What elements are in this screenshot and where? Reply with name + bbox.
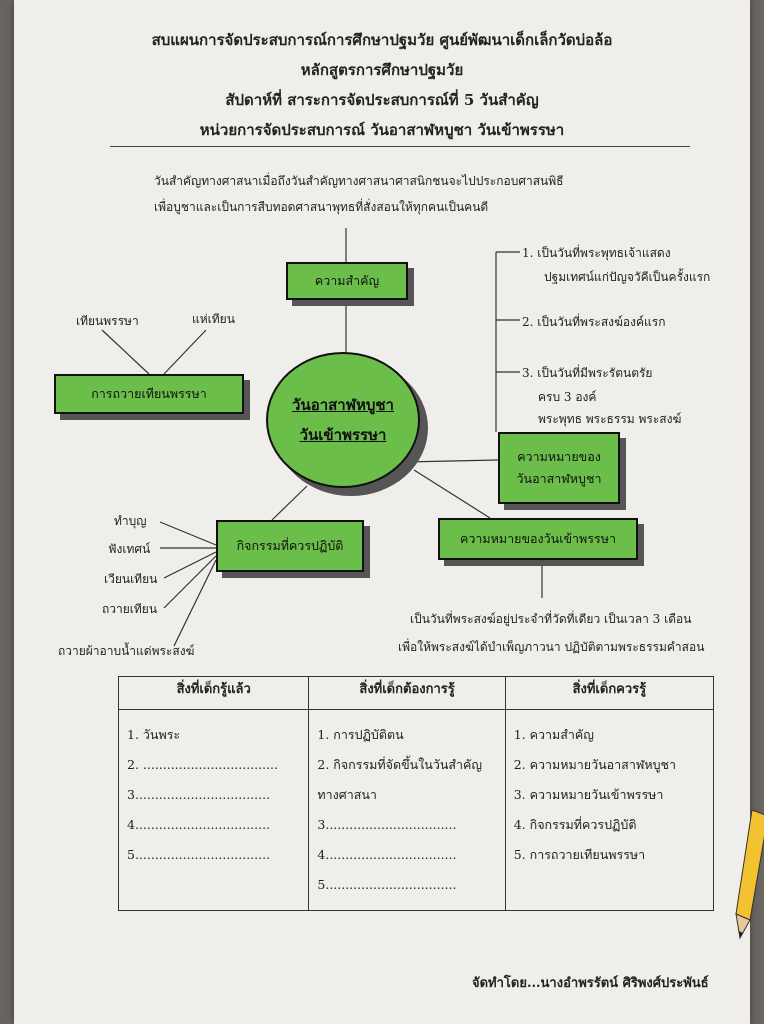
candle-label-left: เทียนพรรษา	[76, 314, 139, 328]
header-title: สบแผนการจัดประสบการณ์การศึกษาปฐมวัย ศูนย…	[151, 31, 613, 49]
importance-label: ความสำคัญ	[314, 273, 380, 288]
meaning-lent-box: ความหมายของวันเข้าพรรษา	[438, 518, 638, 560]
meaning-point-1b: ปฐมเทศน์แก่ปัญจวัคีเป็นครั้งแรก	[544, 270, 711, 284]
center-line-1: วันอาสาฬหบูชา	[292, 396, 394, 414]
table-cell: 2. ความหมายวันอาสาฬหบูชา	[513, 757, 677, 772]
table-cell: 5..................................	[127, 847, 271, 862]
activity-item: เวียนเทียน	[104, 572, 158, 586]
candle-offering-box: การถวายเทียนพรรษา	[54, 374, 244, 414]
intro-line-1: วันสำคัญทางศาสนาเมื่อถึงวันสำคัญทางศาสนา…	[154, 174, 564, 188]
center-line-2: วันเข้าพรรษา	[299, 426, 387, 444]
header-curriculum: หลักสูตรการศึกษาปฐมวัย	[300, 61, 464, 79]
activity-item: ฟังเทศน์	[108, 542, 151, 556]
activity-item: ถวายผ้าอาบน้ำแด่พระสงฆ์	[58, 644, 195, 658]
table-cell: 2. กิจกรรมที่จัดขึ้นในวันสำคัญ	[317, 757, 483, 772]
lent-desc-line-2: เพื่อให้พระสงฆ์ได้บำเพ็ญภาวนา ปฏิบัติตาม…	[398, 640, 705, 654]
table-header: สิ่งที่เด็กควรรู้	[504, 676, 715, 710]
candle-label-right: แห่เทียน	[192, 312, 235, 326]
candle-offering-label: การถวายเทียนพรรษา	[91, 386, 207, 401]
table-cell: 4..................................	[127, 817, 271, 832]
meaning-point-3a: 3. เป็นวันที่มีพระรัตนตรัย	[522, 366, 653, 380]
meaning-asanha-line-2: วันอาสาฬหบูชา	[516, 471, 602, 486]
table-cell: 4.................................	[317, 847, 457, 862]
table-cell: 1. ความสำคัญ	[513, 727, 594, 742]
table-cell: 2. ..................................	[127, 757, 278, 772]
meaning-lent-label: ความหมายของวันเข้าพรรษา	[460, 531, 616, 546]
pencil-icon	[735, 810, 764, 940]
activities-label: กิจกรรมที่ควรปฏิบัติ	[236, 538, 344, 553]
table-cell: 3.................................	[317, 817, 457, 832]
table-cell: 3..................................	[127, 787, 271, 802]
table-cell: 1. วันพระ	[127, 727, 181, 742]
table-cell: 3. ความหมายวันเข้าพรรษา	[513, 787, 664, 802]
table-column-want: 1. การปฏิบัติตน 2. กิจกรรมที่จัดขึ้นในวั…	[308, 709, 506, 911]
table-column-known: 1. วันพระ 2. ...........................…	[117, 709, 310, 911]
document-page: สบแผนการจัดประสบการณ์การศึกษาปฐมวัย ศูนย…	[14, 0, 750, 1024]
connector-lines	[101, 228, 543, 647]
table-cell: ทางศาสนา	[317, 787, 377, 802]
meaning-asanha-line-1: ความหมายของ	[517, 449, 601, 464]
header-unit: หน่วยการจัดประสบการณ์ วันอาสาฬหบูชา วันเ…	[199, 121, 565, 139]
activity-item: ถวายเทียน	[102, 602, 158, 616]
table-cell: 4. กิจกรรมที่ควรปฏิบัติ	[513, 817, 637, 832]
activities-box: กิจกรรมที่ควรปฏิบัติ	[216, 520, 364, 572]
table-header: สิ่งที่เด็กต้องการรู้	[308, 676, 506, 710]
header-week: สัปดาห์ที่ สาระการจัดประสบการณ์ที่ 5 วัน…	[225, 91, 539, 109]
activity-item: ทำบุญ	[114, 514, 147, 528]
lent-desc-line-1: เป็นวันที่พระสงฆ์อยู่ประจำที่วัดที่เดียว…	[410, 612, 692, 626]
header-divider	[110, 146, 690, 147]
table-cell: 5. การถวายเทียนพรรษา	[513, 847, 646, 862]
table-cell: 1. การปฏิบัติตน	[317, 727, 404, 742]
meaning-point-2: 2. เป็นวันที่พระสงฆ์องค์แรก	[522, 315, 666, 329]
importance-box: ความสำคัญ	[286, 262, 408, 300]
meaning-point-3b: ครบ 3 องค์	[538, 390, 597, 404]
center-topic: วันอาสาฬหบูชา วันเข้าพรรษา	[266, 352, 420, 488]
knowledge-table: สิ่งที่เด็กรู้แล้ว สิ่งที่เด็กต้องการรู้…	[117, 676, 715, 911]
table-cell: 5.................................	[317, 877, 457, 892]
meaning-point-1a: 1. เป็นวันที่พระพุทธเจ้าแสดง	[522, 246, 671, 260]
intro-line-2: เพื่อบูชาและเป็นการสืบทอดศาสนาพุทธที่สั่…	[154, 200, 489, 214]
meaning-point-3c: พระพุทธ พระธรรม พระสงฆ์	[538, 412, 682, 426]
table-header: สิ่งที่เด็กรู้แล้ว	[117, 676, 310, 710]
table-column-should: 1. ความสำคัญ 2. ความหมายวันอาสาฬหบูชา 3.…	[504, 709, 715, 911]
author-credit: จัดทำโดย...นางอำพรรัตน์ ศิริพงศ์ประพันธ์	[472, 976, 709, 991]
meaning-asanha-box: ความหมายของ วันอาสาฬหบูชา	[498, 432, 620, 504]
